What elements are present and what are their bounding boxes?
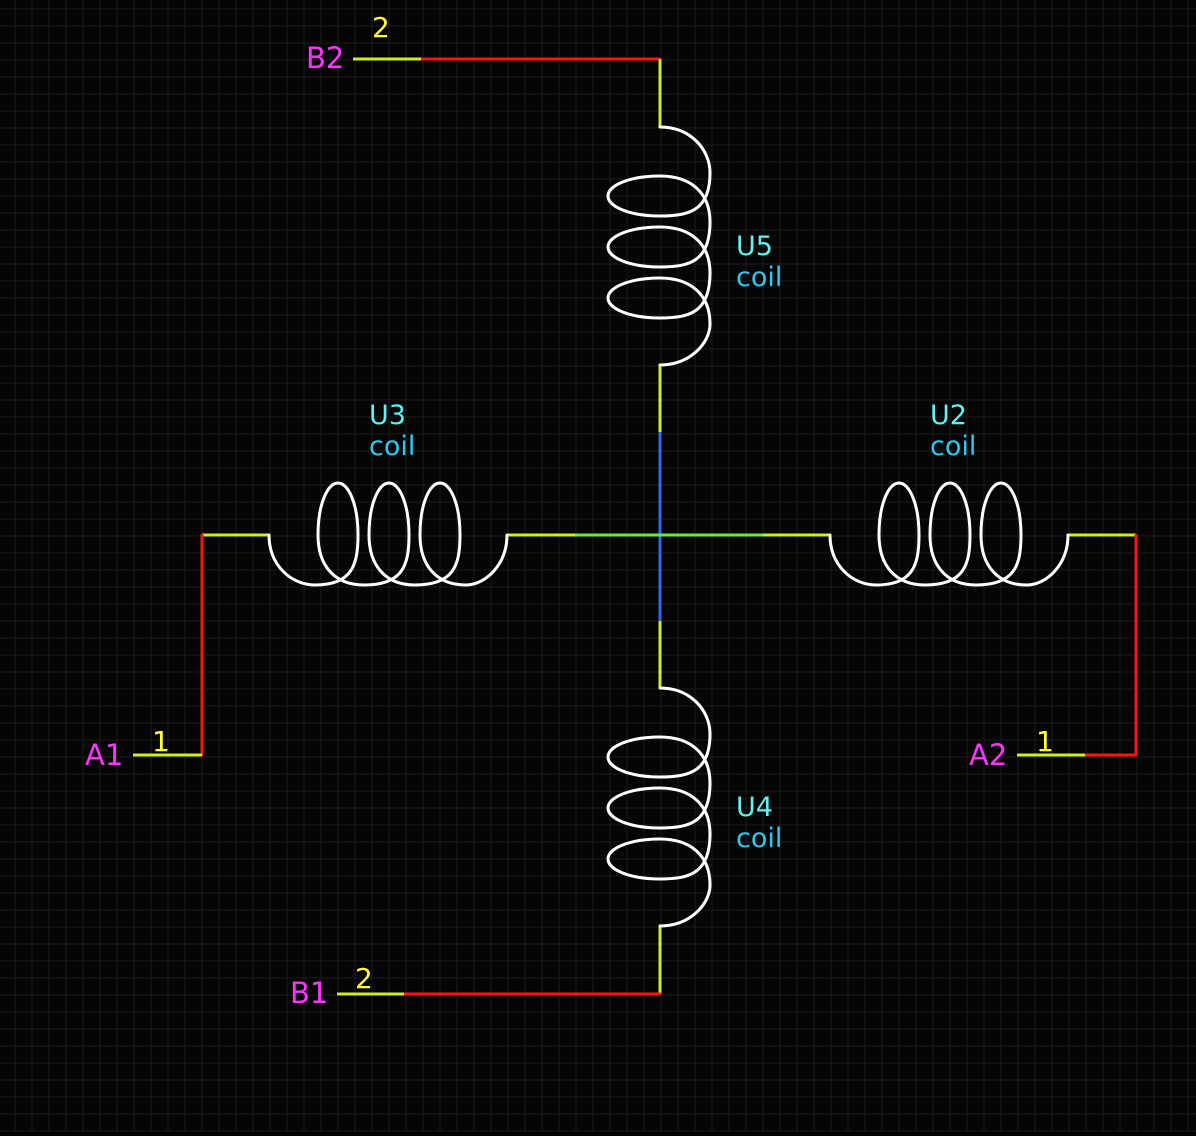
wire-a2-net[interactable] [1085, 534, 1138, 757]
net-label-a2[interactable]: A2 [969, 738, 1008, 772]
coil-u5[interactable] [606, 125, 712, 367]
pin-number-a1: 1 [152, 725, 170, 758]
designator-u3[interactable]: U3 [369, 400, 406, 431]
value-u5[interactable]: coil [736, 262, 783, 293]
pin-number-b1: 2 [355, 962, 373, 995]
net-label-b1[interactable]: B1 [290, 976, 329, 1010]
coil-u3[interactable] [267, 481, 509, 587]
designator-u4[interactable]: U4 [736, 792, 773, 823]
net-label-b2[interactable]: B2 [306, 41, 345, 75]
value-u4[interactable]: coil [736, 823, 783, 854]
value-u3[interactable]: coil [369, 431, 416, 462]
value-u2[interactable]: coil [930, 431, 977, 462]
pin-number-b2: 2 [372, 11, 390, 44]
pin-number-a2: 1 [1036, 725, 1054, 758]
designator-u2[interactable]: U2 [930, 400, 967, 431]
coil-u2[interactable] [828, 481, 1070, 587]
coil-u4[interactable] [606, 686, 712, 928]
net-label-a1[interactable]: A1 [85, 738, 124, 772]
designator-u5[interactable]: U5 [736, 231, 773, 262]
